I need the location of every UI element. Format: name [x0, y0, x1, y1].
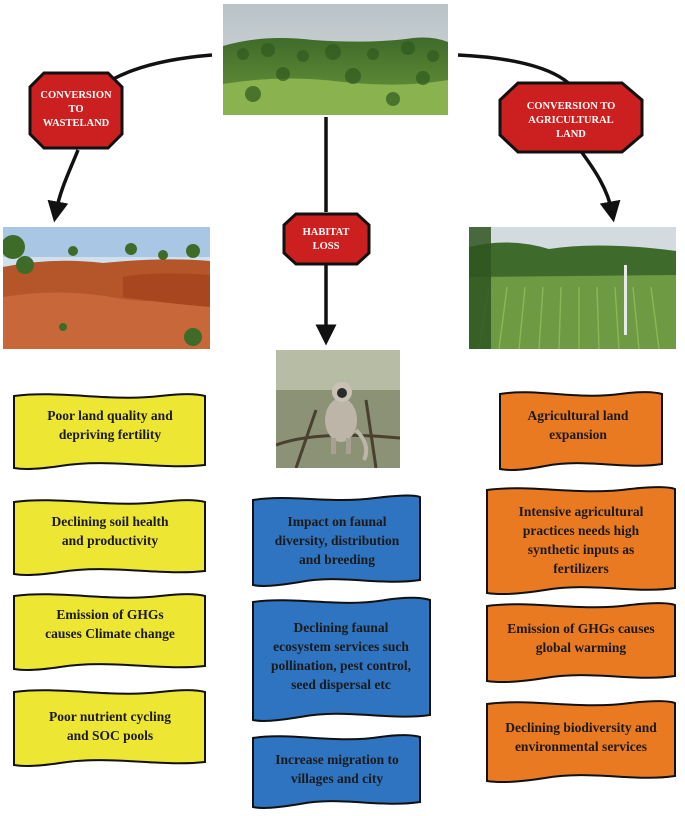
octagon-label-line: WASTELAND: [43, 118, 110, 129]
banner-line: expansion: [549, 427, 607, 442]
banner-line: Declining soil health: [51, 514, 169, 529]
banner-line: Poor land quality and: [47, 408, 173, 423]
octagon-label-line: HABITAT: [303, 227, 350, 238]
banner-line: synthetic inputs as: [528, 542, 635, 557]
habitat-impact-3: Increase migration to villages and city: [252, 734, 421, 809]
langur-monkey-photo: [276, 350, 400, 468]
banner-line: practices needs high: [523, 523, 640, 538]
banner-line: villages and city: [291, 771, 384, 786]
habitat-impact-1: Impact on faunal diversity, distribution…: [252, 494, 421, 587]
banner-line: Declining faunal: [294, 620, 389, 635]
octagon-label-line: TO: [69, 104, 84, 115]
banner-line: depriving fertility: [59, 427, 162, 442]
octagon-label-line: LAND: [556, 129, 586, 140]
banner-line: Agricultural land: [528, 408, 629, 423]
agricultural-impact-4: Declining biodiversity and environmental…: [486, 700, 676, 783]
octagon-label-line: CONVERSION TO: [527, 101, 616, 112]
octagon-label-line: LOSS: [313, 241, 340, 252]
wasteland-impact-1: Poor land quality and depriving fertilit…: [13, 393, 206, 471]
wasteland-impact-3: Emission of GHGs causes Climate change: [13, 593, 206, 672]
wasteland-photo: [3, 227, 210, 349]
banner-line: causes Climate change: [45, 626, 175, 641]
banner-line: global warming: [536, 640, 627, 655]
banner-line: and breeding: [299, 552, 375, 567]
arrow-agricultural-to-photo: [578, 148, 621, 223]
octagon-label-line: AGRICULTURAL: [528, 115, 613, 126]
banner-line: Increase migration to: [275, 752, 399, 767]
banner-line: Emission of GHGs: [56, 607, 163, 622]
banner-line: Intensive agricultural: [519, 504, 644, 519]
agricultural-impact-1: Agricultural land expansion: [499, 391, 663, 471]
octagon-habitat-loss: HABITAT LOSS: [282, 212, 371, 266]
banner-line: Poor nutrient cycling: [49, 709, 171, 724]
banner-line: pollination, pest control,: [271, 658, 411, 673]
banner-line: Impact on faunal: [287, 514, 386, 529]
banner-line: fertilizers: [553, 561, 608, 576]
octagon-conversion-to-agricultural-land: CONVERSION TO AGRICULTURAL LAND: [498, 81, 644, 154]
banner-line: and SOC pools: [67, 728, 153, 743]
forest-photo: [223, 4, 448, 115]
banner-line: and productivity: [62, 533, 158, 548]
wasteland-impact-4: Poor nutrient cycling and SOC pools: [13, 689, 206, 768]
octagon-label-line: CONVERSION: [40, 90, 112, 101]
agricultural-impact-2: Intensive agricultural practices needs h…: [486, 486, 676, 595]
farmland-photo: [469, 227, 676, 349]
banner-line: environmental services: [515, 739, 647, 754]
wasteland-impact-2: Declining soil health and productivity: [13, 499, 206, 577]
banner-line: ecosystem services such: [273, 639, 409, 654]
habitat-impact-2: Declining faunal ecosystem services such…: [252, 596, 431, 722]
octagon-conversion-to-wasteland: CONVERSION TO WASTELAND: [28, 71, 124, 150]
agricultural-impact-3: Emission of GHGs causes global warming: [486, 602, 676, 683]
banner-line: seed dispersal etc: [291, 677, 391, 692]
arrow-wasteland-to-photo: [47, 149, 80, 223]
banner-line: Declining biodiversity and: [505, 720, 657, 735]
banner-line: diversity, distribution: [275, 533, 400, 548]
banner-line: Emission of GHGs causes: [507, 621, 654, 636]
